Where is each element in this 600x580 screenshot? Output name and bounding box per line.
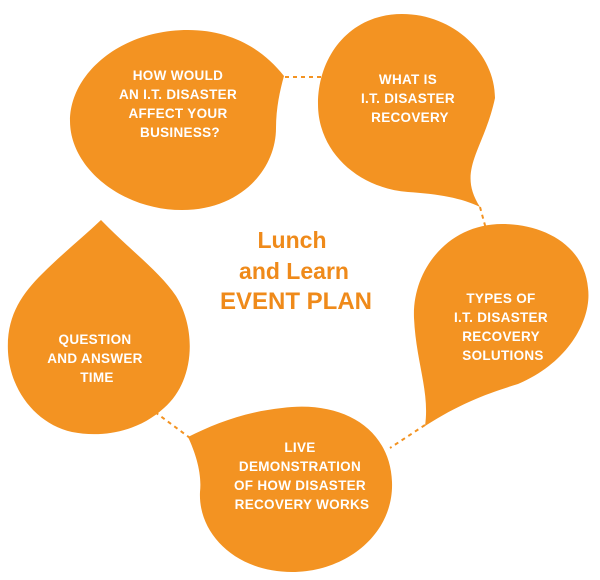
step-4-line-3: OF HOW DISASTER: [234, 478, 366, 493]
step-2-line-1: WHAT IS: [379, 72, 437, 87]
connector-2-3: [479, 206, 490, 241]
step-1-line-3: AFFECT YOUR: [128, 106, 227, 121]
step-3-line-3: RECOVERY: [462, 329, 539, 344]
center-title-line-2: and Learn: [239, 258, 349, 284]
step-5-label: QUESTION AND ANSWER TIME: [47, 332, 147, 385]
step-3-line-4: SOLUTIONS: [462, 348, 543, 363]
step-1-line-1: HOW WOULD: [133, 68, 223, 83]
center-title-line-3: EVENT PLAN: [220, 288, 372, 315]
step-3-line-1: TYPES OF: [466, 291, 535, 306]
step-3-line-2: I.T. DISASTER: [454, 310, 548, 325]
connector-3-4: [389, 424, 426, 449]
step-4-line-4: RECOVERY WORKS: [235, 497, 370, 512]
center-title-line-1: Lunch: [258, 227, 327, 253]
step-5-line-2: AND ANSWER: [47, 351, 143, 366]
connector-4-5: [154, 411, 191, 439]
step-2-line-2: I.T. DISASTER: [361, 91, 455, 106]
step-4-line-2: DEMONSTRATION: [239, 459, 361, 474]
step-1-label: HOW WOULD AN I.T. DISASTER AFFECT YOUR B…: [119, 68, 241, 140]
step-4-label: LIVE DEMONSTRATION OF HOW DISASTER RECOV…: [234, 440, 370, 512]
step-1-line-4: BUSINESS?: [140, 125, 220, 140]
step-drop-3: [413, 224, 589, 426]
step-2-label: WHAT IS I.T. DISASTER RECOVERY: [361, 72, 459, 125]
step-1-line-2: AN I.T. DISASTER: [119, 87, 237, 102]
step-5-line-3: TIME: [80, 370, 113, 385]
step-2-line-3: RECOVERY: [371, 110, 449, 125]
step-3-label: TYPES OF I.T. DISASTER RECOVERY SOLUTION…: [454, 291, 552, 363]
step-5-line-1: QUESTION: [59, 332, 132, 347]
step-4-line-1: LIVE: [284, 440, 315, 455]
step-drop-2: [318, 14, 495, 207]
step-drop-4: [188, 406, 393, 572]
step-drop-1: [70, 30, 284, 210]
step-drop-5: [7, 220, 190, 435]
